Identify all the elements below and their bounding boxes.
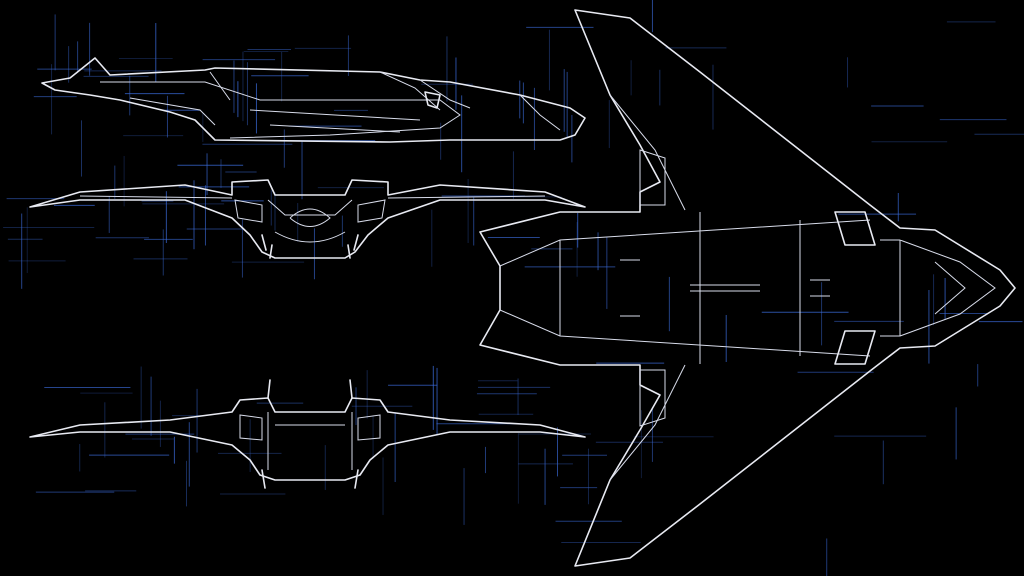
blue-grid-glow — [3, 0, 1024, 576]
rear-view — [29, 379, 586, 489]
side-view — [41, 57, 586, 143]
front-view — [29, 179, 586, 259]
top-view — [479, 9, 1016, 567]
